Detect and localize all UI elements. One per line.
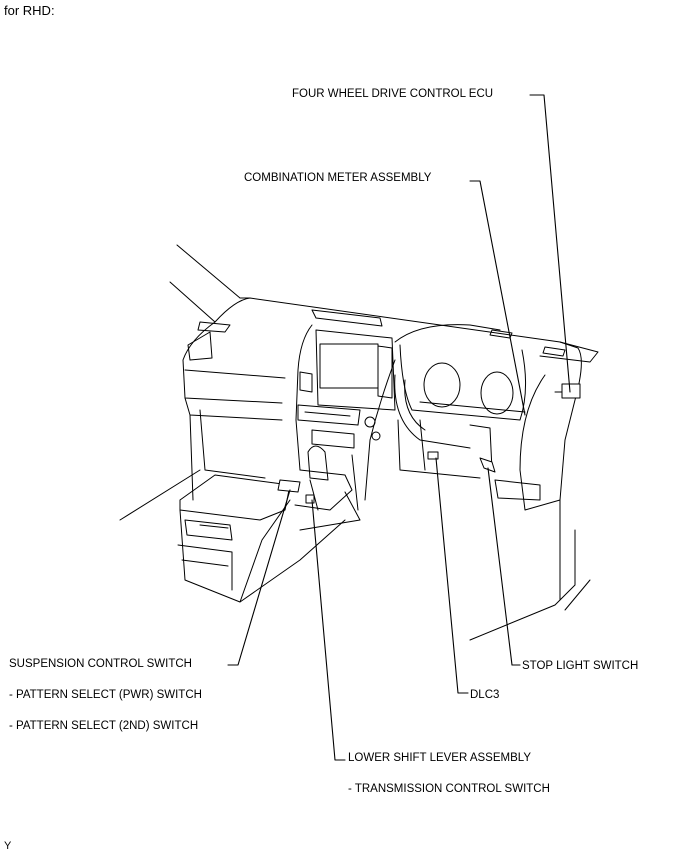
floor-lines [119, 469, 591, 641]
passenger-dash [182, 321, 286, 501]
leader-lines [227, 94, 571, 761]
page-title: for RHD: [4, 3, 55, 18]
center-console [177, 474, 346, 603]
dashboard-top [214, 297, 599, 363]
right-dash [479, 341, 582, 601]
a-pillar [169, 244, 241, 323]
label-combination-meter: COMBINATION METER ASSEMBLY [244, 172, 432, 184]
label-stop-light-switch: STOP LIGHT SWITCH [522, 660, 639, 672]
label-transmission-control-switch: - TRANSMISSION CONTROL SWITCH [348, 783, 550, 795]
label-pattern-select-pwr: - PATTERN SELECT (PWR) SWITCH [9, 689, 202, 701]
shift-lever [294, 445, 361, 531]
label-lower-shift-lever: LOWER SHIFT LEVER ASSEMBLY [348, 752, 531, 764]
label-pattern-select-2nd: - PATTERN SELECT (2ND) SWITCH [9, 720, 199, 732]
driver-dash [364, 324, 527, 501]
label-dlc3: DLC3 [470, 689, 500, 701]
label-four-wheel-drive-ecu: FOUR WHEEL DRIVE CONTROL ECU [292, 88, 494, 100]
steering-wheel [394, 374, 471, 460]
figure-code: Y [4, 840, 12, 852]
label-suspension-control-switch: SUSPENSION CONTROL SWITCH [9, 658, 192, 670]
